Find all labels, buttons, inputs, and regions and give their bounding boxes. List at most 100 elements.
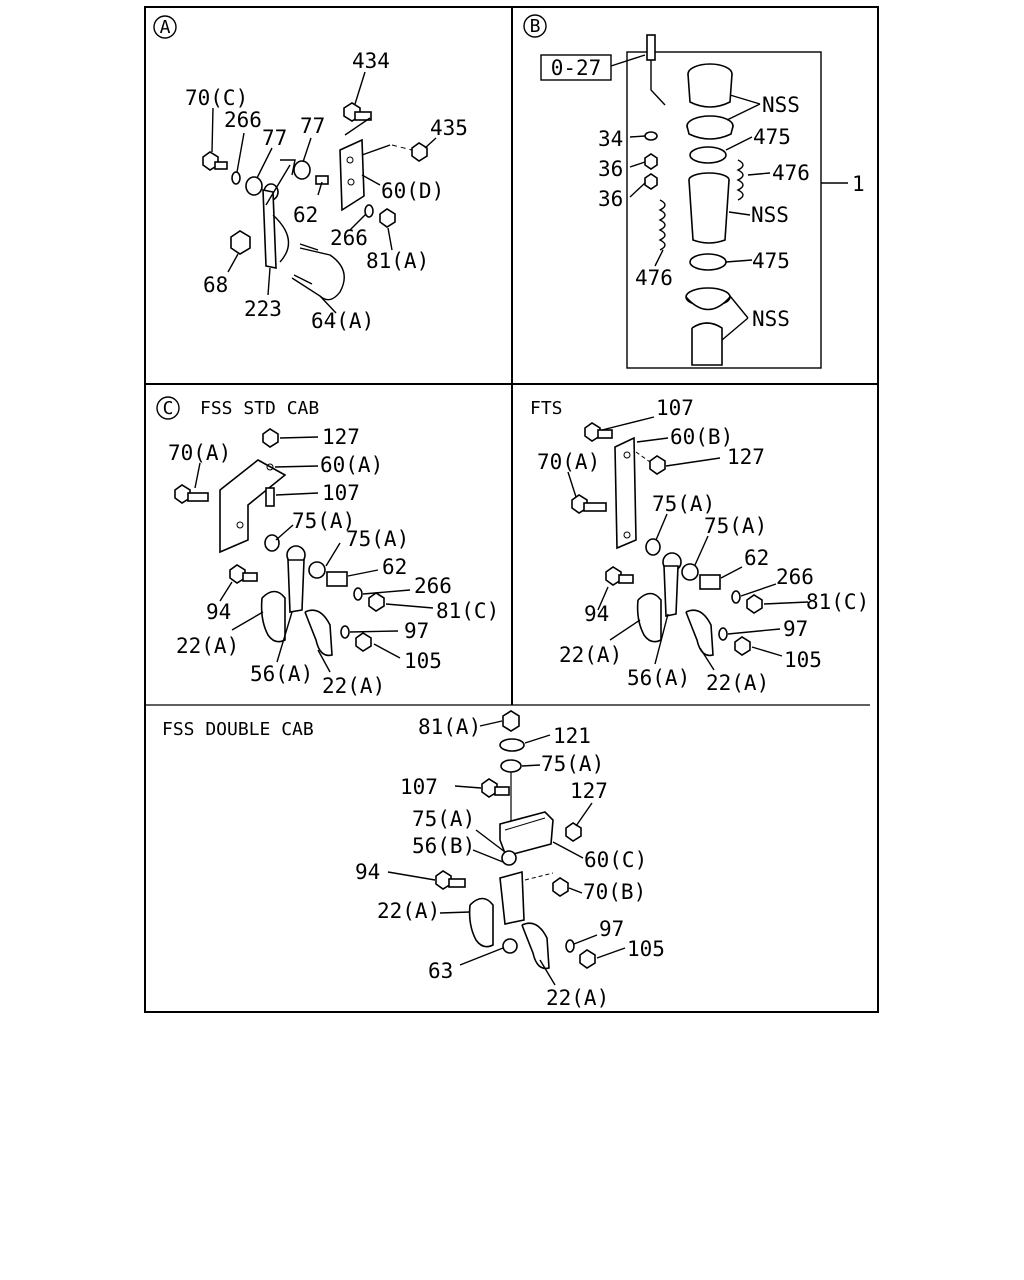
label-nss: NSS (762, 93, 800, 117)
label-107: 107 (322, 481, 360, 505)
label-75a: 75(A) (704, 514, 767, 538)
label-70a: 70(A) (537, 450, 600, 474)
section-e-title: FSS DOUBLE CAB (162, 719, 314, 740)
label-62: 62 (744, 546, 769, 570)
section-e-labels: 81(A) 121 75(A) 107 127 75(A) 56(B) 60(C… (355, 715, 665, 1010)
section-a-leaders (211, 71, 437, 314)
label-475: 475 (752, 249, 790, 273)
label-266: 266 (330, 226, 368, 250)
label-97: 97 (783, 617, 808, 641)
label-476: 476 (635, 266, 673, 290)
label-70c: 70(C) (185, 86, 248, 110)
label-22a: 22(A) (559, 643, 622, 667)
section-b-assembly (626, 34, 848, 369)
label-60a: 60(A) (320, 453, 383, 477)
diagram-frame (144, 6, 879, 1013)
label-62: 62 (382, 555, 407, 579)
section-c-header: C FSS STD CAB (156, 396, 319, 420)
label-75a: 75(A) (652, 492, 715, 516)
label-77: 77 (262, 126, 287, 150)
section-b-ref-box: 0-27 (540, 54, 646, 81)
label-56a: 56(A) (250, 662, 313, 686)
label-22a: 22(A) (322, 674, 385, 698)
label-94: 94 (584, 602, 609, 626)
label-22a: 22(A) (546, 986, 609, 1010)
label-64a: 64(A) (311, 309, 374, 333)
label-434: 434 (352, 49, 390, 73)
section-c: C FSS STD CAB (156, 396, 499, 698)
section-a-parts (202, 102, 428, 301)
label-435: 435 (430, 116, 468, 140)
label-75a: 75(A) (412, 807, 475, 831)
section-e-leaders (387, 720, 626, 986)
svg-text:B: B (530, 16, 541, 37)
label-107: 107 (656, 396, 694, 420)
label-266: 266 (414, 574, 452, 598)
label-476: 476 (772, 161, 810, 185)
label-77: 77 (300, 114, 325, 138)
label-60c: 60(C) (584, 848, 647, 872)
label-34: 34 (598, 127, 623, 151)
label-107: 107 (400, 775, 438, 799)
label-70a: 70(A) (168, 441, 231, 465)
section-c-leaders (194, 436, 434, 673)
label-75a: 75(A) (346, 527, 409, 551)
section-e: FSS DOUBLE CAB (162, 710, 665, 1010)
label-105: 105 (784, 648, 822, 672)
label-266: 266 (224, 108, 262, 132)
label-22a: 22(A) (377, 899, 440, 923)
label-36: 36 (598, 187, 623, 211)
section-b-marker: B (523, 14, 547, 38)
label-105: 105 (627, 937, 665, 961)
label-94: 94 (355, 860, 380, 884)
label-81c: 81(C) (806, 590, 869, 614)
label-63: 63 (428, 959, 453, 983)
svg-text:0-27: 0-27 (551, 56, 602, 80)
label-56a: 56(A) (627, 666, 690, 690)
section-e-parts (435, 710, 596, 970)
label-97: 97 (404, 619, 429, 643)
section-d-parts (571, 422, 763, 657)
section-c-title: FSS STD CAB (200, 398, 319, 419)
label-121: 121 (553, 724, 591, 748)
label-56b: 56(B) (412, 834, 475, 858)
section-d-title: FTS (530, 398, 563, 419)
label-70b: 70(B) (583, 880, 646, 904)
section-d-leaders (567, 416, 809, 671)
section-d-labels: 107 60(B) 70(A) 127 75(A) 75(A) 62 266 9… (537, 396, 869, 695)
section-d: FTS (530, 396, 869, 695)
label-81a: 81(A) (366, 249, 429, 273)
label-81a: 81(A) (418, 715, 481, 739)
section-b-leaders (629, 94, 771, 341)
label-94: 94 (206, 600, 231, 624)
label-81c: 81(C) (436, 599, 499, 623)
label-475: 475 (753, 125, 791, 149)
label-22a: 22(A) (706, 671, 769, 695)
label-127: 127 (322, 425, 360, 449)
label-266: 266 (776, 565, 814, 589)
section-a-marker: A (153, 15, 177, 39)
label-127: 127 (727, 445, 765, 469)
label-223: 223 (244, 297, 282, 321)
label-97: 97 (599, 917, 624, 941)
section-a-labels: 434 70(C) 266 77 77 435 60(D) 62 266 81(… (185, 49, 468, 333)
label-105: 105 (404, 649, 442, 673)
label-60b: 60(B) (670, 425, 733, 449)
label-nss: NSS (752, 307, 790, 331)
section-b-labels: NSS 34 475 36 476 1 36 NSS 476 475 NSS (598, 93, 865, 331)
label-nss: NSS (751, 203, 789, 227)
svg-text:C: C (163, 398, 174, 419)
section-a: A (153, 15, 468, 333)
label-22a: 22(A) (176, 634, 239, 658)
label-75a: 75(A) (292, 509, 355, 533)
label-62: 62 (293, 203, 318, 227)
label-68: 68 (203, 273, 228, 297)
section-b: B 0-27 (523, 14, 865, 369)
label-60d: 60(D) (381, 179, 444, 203)
label-1: 1 (852, 172, 865, 196)
section-c-labels: 127 70(A) 60(A) 107 75(A) 75(A) 62 266 9… (168, 425, 499, 698)
label-36: 36 (598, 157, 623, 181)
svg-text:A: A (160, 17, 171, 38)
label-127: 127 (570, 779, 608, 803)
